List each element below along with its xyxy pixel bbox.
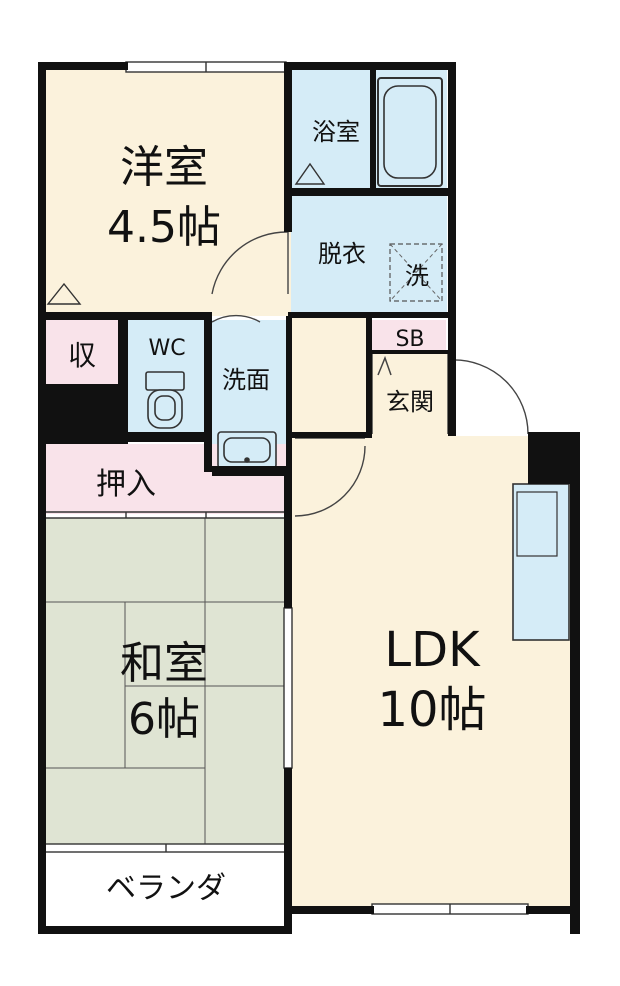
storage-marker-western — [46, 282, 82, 305]
kitchen-counter — [512, 483, 570, 641]
western-room-size: 4.5帖 — [107, 202, 221, 253]
storage-small-floor — [44, 318, 118, 390]
closet-name: 押入 — [96, 467, 156, 502]
shoe-box-name: SB — [395, 327, 424, 352]
entrance-floor — [369, 352, 452, 436]
veranda-floor — [44, 852, 286, 926]
washer-label: 洗 — [405, 262, 429, 290]
veranda-name: ベランダ — [106, 871, 226, 906]
dressing-floor — [291, 195, 447, 313]
dressing-name: 脱衣 — [318, 240, 366, 268]
bathtub-inner — [383, 85, 437, 179]
tatami-lines — [44, 518, 286, 844]
western-room-floor — [44, 68, 291, 316]
ldk-size: 10帖 — [377, 682, 486, 738]
japanese-room-size: 6帖 — [128, 694, 200, 745]
ldk-name: LDK — [384, 622, 481, 678]
toilet — [145, 371, 185, 429]
bathroom-name: 浴室 — [312, 118, 360, 146]
western-room-name: 洋室 — [120, 142, 208, 193]
storage-small-name: 収 — [68, 339, 96, 372]
storage-marker-bath — [294, 162, 326, 185]
shoe-box-floor — [372, 320, 446, 352]
washer-diag-2 — [389, 243, 443, 302]
japanese-room-name: 和室 — [120, 638, 208, 689]
japanese-room-floor — [44, 518, 286, 844]
hall-floor — [287, 316, 369, 438]
entrance-name: 玄関 — [386, 388, 434, 416]
wash-basin — [217, 431, 277, 469]
washroom-name: 洗面 — [222, 366, 270, 394]
bathtub — [377, 77, 443, 187]
walls — [38, 62, 580, 934]
washer-space — [389, 243, 443, 302]
wc-name: WC — [148, 336, 185, 361]
